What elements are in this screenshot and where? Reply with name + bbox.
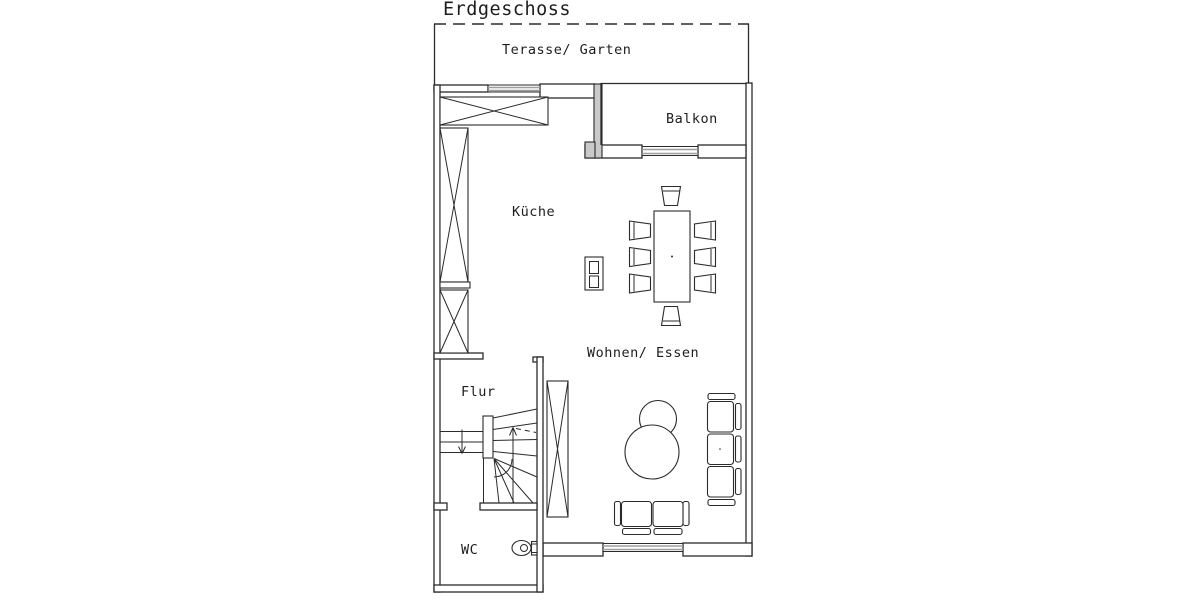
round-side-table (624, 399, 680, 480)
sofa-bottom (613, 500, 690, 536)
kitchen-counter-hatch (439, 96, 549, 354)
living-room-window (602, 543, 684, 552)
dining-table (653, 210, 691, 303)
room-label-terrace: Terasse/ Garten (502, 42, 631, 58)
sofa-right (706, 392, 742, 507)
room-label-kitchen: Küche (512, 204, 555, 220)
room-label-balcony: Balkon (666, 111, 718, 127)
balcony-window (641, 146, 699, 156)
staircase (440, 408, 538, 504)
room-label-wc: WC (461, 542, 478, 558)
dining-chairs (628, 185, 717, 327)
balcony-outline (600, 82, 746, 145)
room-label-living: Wohnen/ Essen (587, 345, 699, 361)
labels: Erdgeschoss Terasse/ Garten Balkon Küche… (443, 0, 718, 558)
room-label-hallway: Flur (461, 384, 496, 400)
sideboard (584, 256, 604, 291)
kitchen-window (487, 84, 541, 93)
page-title: Erdgeschoss (443, 0, 571, 20)
living-wall-hatch (546, 380, 569, 518)
walls (433, 82, 753, 593)
toilet-icon (511, 539, 538, 557)
terrace-boundary (433, 23, 750, 86)
